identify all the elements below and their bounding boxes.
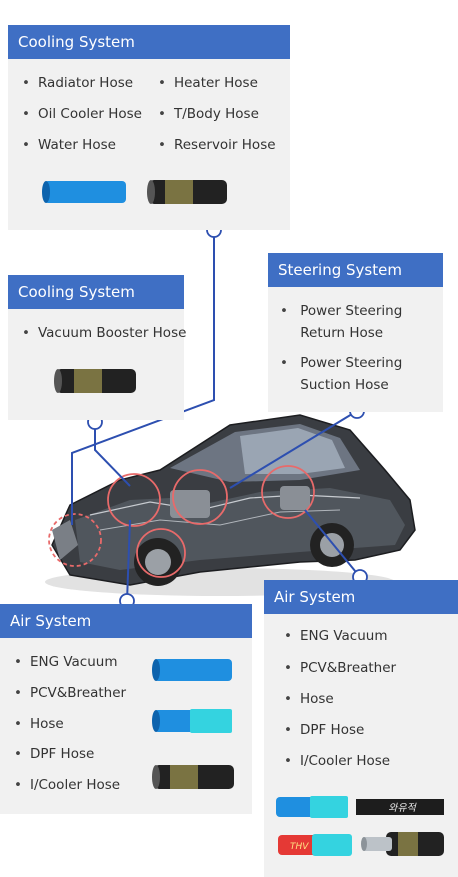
blue-cyan-hose-image [276, 796, 348, 818]
callout-circle-wheel [136, 528, 186, 578]
hose-print-text: 와유적 [388, 802, 417, 814]
air-system-panel-right: Air System ENG Vacuum PCV&Breather Hose … [264, 580, 458, 877]
blue-hose-image [152, 659, 232, 681]
blue-cyan-hose-image [152, 709, 232, 733]
blue-hose-image [42, 181, 126, 203]
black-hose-image [147, 180, 227, 204]
list-item: I/Cooler Hose [14, 777, 120, 793]
panel-title: Air System [0, 604, 252, 638]
list-item: T/Body Hose [158, 106, 259, 122]
panel-title: Cooling System [8, 275, 184, 309]
list-item: Vacuum Booster Hose [22, 325, 186, 341]
black-hose-image [54, 369, 136, 393]
list-item: Reservoir Hose [158, 137, 276, 153]
list-item: ENG Vacuum [284, 628, 388, 644]
callout-circle-front [48, 513, 102, 567]
callout-circles [48, 465, 315, 578]
list-item: DPF Hose [284, 722, 364, 738]
list-item: Radiator Hose [22, 75, 133, 91]
cooling-system-panel-left: Cooling System Vacuum Booster Hose [8, 275, 186, 420]
connector-lines [71, 230, 361, 602]
callout-circle-steering [172, 469, 228, 525]
list-item: Hose [14, 716, 64, 732]
list-item: ENG Vacuum [14, 654, 118, 670]
list-item: PCV&Breather [14, 685, 126, 701]
list-item: Water Hose [22, 137, 116, 153]
red-cyan-hose-image: THV [278, 834, 352, 856]
printed-black-hose-image: 와유적 [356, 799, 444, 815]
panel-title: Air System [264, 580, 458, 614]
list-item: Oil Cooler Hose [22, 106, 142, 122]
list-item-line: Power Steering [300, 355, 403, 371]
black-hose-image [361, 832, 444, 856]
panel-title: Cooling System [8, 25, 290, 59]
list-item: Heater Hose [158, 75, 258, 91]
black-hose-image [152, 765, 234, 789]
list-item: DPF Hose [14, 746, 94, 762]
hose-tag-text: THV [290, 842, 309, 852]
callout-circle-rear [261, 465, 315, 519]
list-item-line: Return Hose [300, 325, 384, 341]
list-item: I/Cooler Hose [284, 753, 390, 769]
list-item: PCV&Breather [284, 660, 396, 676]
list-item-line: Suction Hose [300, 377, 389, 393]
list-item-line: Power Steering [300, 303, 403, 319]
panel-title: Steering System [268, 253, 443, 287]
list-item: Hose [284, 691, 334, 707]
air-system-panel-left: Air System ENG Vacuum PCV&Breather Hose … [0, 604, 252, 814]
callout-circle-engine [107, 473, 161, 527]
cooling-system-panel-top: Cooling System Radiator Hose Heater Hose… [8, 25, 290, 230]
